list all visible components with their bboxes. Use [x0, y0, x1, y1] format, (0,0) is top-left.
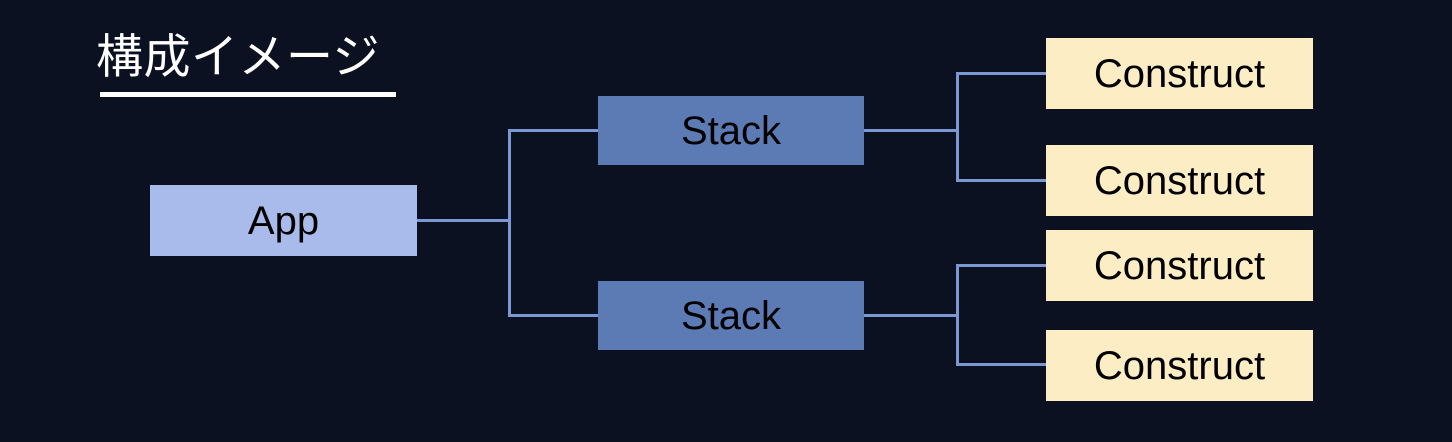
node-stack-2[interactable]: Stack: [598, 281, 864, 350]
node-construct-3-label: Construct: [1093, 243, 1266, 288]
node-app-label: App: [247, 198, 320, 243]
node-construct-2[interactable]: Construct: [1046, 145, 1313, 216]
node-construct-1-label: Construct: [1093, 51, 1266, 96]
node-construct-1[interactable]: Construct: [1046, 38, 1313, 109]
node-construct-4[interactable]: Construct: [1046, 330, 1313, 401]
node-stack-1[interactable]: Stack: [598, 96, 864, 165]
node-construct-3[interactable]: Construct: [1046, 230, 1313, 301]
node-construct-4-label: Construct: [1093, 343, 1266, 388]
node-app[interactable]: App: [150, 185, 417, 256]
node-construct-2-label: Construct: [1093, 158, 1266, 203]
page-title: 構成イメージ: [96, 30, 381, 83]
page-title-underline: [100, 92, 396, 97]
node-stack-1-label: Stack: [680, 108, 782, 153]
node-stack-2-label: Stack: [680, 293, 782, 338]
